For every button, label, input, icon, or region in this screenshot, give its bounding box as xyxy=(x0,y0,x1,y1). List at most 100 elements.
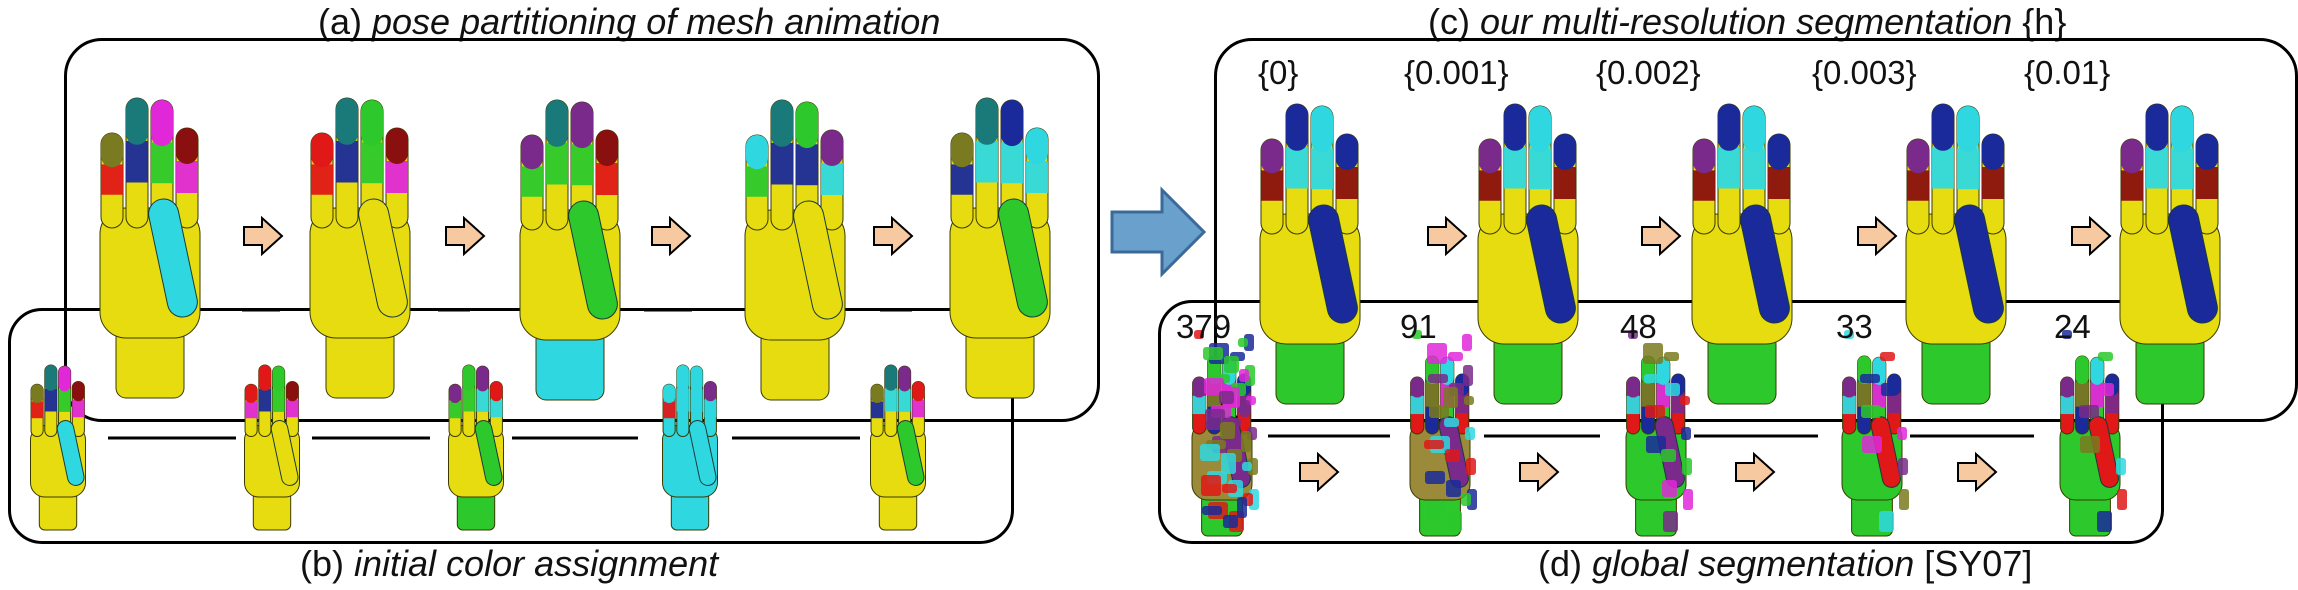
hand-model xyxy=(1259,103,1361,405)
arrow-icon xyxy=(2071,217,2111,255)
segment-patch xyxy=(1860,374,1880,383)
segment-patch xyxy=(1899,489,1909,510)
segment-patch xyxy=(1202,506,1222,515)
segment-patch xyxy=(1447,511,1462,532)
segment-patch xyxy=(1880,352,1895,361)
segment-patch xyxy=(1426,502,1446,519)
segment-patch xyxy=(1244,334,1254,351)
segment-patch xyxy=(1448,352,1463,361)
segment-patch xyxy=(1427,343,1447,364)
segment-patch xyxy=(2117,489,2127,510)
segment-patch xyxy=(1643,343,1663,364)
segment-patch xyxy=(1861,405,1881,418)
segment-patch xyxy=(1428,374,1448,383)
segment-patch xyxy=(1222,484,1237,493)
segment-patch xyxy=(1237,497,1247,518)
segment-patch xyxy=(1425,471,1445,484)
arrow-icon xyxy=(1957,453,1997,491)
hand-model xyxy=(2119,103,2221,405)
panel-b-frame xyxy=(8,308,1014,544)
hand-model xyxy=(1905,103,2007,405)
panel-d-hands xyxy=(1191,330,2127,537)
segment-patch xyxy=(1862,436,1882,453)
segment-patch xyxy=(2097,511,2112,532)
hand-model xyxy=(519,99,621,401)
arrow-icon xyxy=(1299,453,1339,491)
hand-model xyxy=(1691,103,1793,405)
segment-patch xyxy=(1682,458,1692,475)
resolution-labels: {0} {0.001} {0.002} {0.003} {0.01} xyxy=(1258,54,2110,91)
arrow-icon xyxy=(243,217,283,255)
panel-c-hands xyxy=(1259,103,2221,405)
segment-patch xyxy=(1445,449,1460,462)
segment-count: 33 xyxy=(1836,308,1873,345)
segment-patch xyxy=(1443,387,1458,408)
segment-patch xyxy=(1200,444,1220,461)
hand-model xyxy=(1477,103,1579,405)
segment-patch xyxy=(2098,352,2113,361)
arrow-icon xyxy=(873,217,913,255)
segment-patch xyxy=(2099,383,2114,396)
segment-patch xyxy=(1461,493,1471,506)
hand-model xyxy=(244,364,300,531)
hand-model xyxy=(99,97,201,399)
arrow-icon xyxy=(1427,217,1467,255)
segment-count: 24 xyxy=(2054,308,2091,345)
segment-patch xyxy=(1201,475,1221,496)
caption-b: (b) initial color assignment xyxy=(300,543,719,584)
resolution-label: {0.001} xyxy=(1404,54,1509,91)
arrow-icon xyxy=(1857,217,1897,255)
segment-patch xyxy=(1664,352,1679,361)
panel-d-frame xyxy=(1158,300,2164,544)
segment-patch xyxy=(2080,436,2100,453)
big-arrow-icon xyxy=(1110,186,1207,278)
hand-model xyxy=(30,364,86,531)
hand-model xyxy=(662,364,718,531)
arrow-icon xyxy=(1735,453,1775,491)
segment-patch xyxy=(1466,458,1476,475)
segment-patch xyxy=(1239,369,1249,382)
segment-counts: 379 91 48 33 24 xyxy=(1176,308,2091,345)
segment-patch xyxy=(1681,427,1691,440)
segment-patch xyxy=(1238,338,1248,347)
segment-patch xyxy=(1444,418,1459,427)
arrow-icon xyxy=(1519,453,1559,491)
segment-patch xyxy=(1662,480,1677,497)
panel-a-hands xyxy=(99,97,1051,401)
segment-patch xyxy=(1661,449,1676,462)
segment-patch xyxy=(1194,330,1204,339)
segment-patch xyxy=(1462,334,1472,351)
panel-a-frame xyxy=(64,38,1100,422)
hand-model xyxy=(448,364,504,531)
segment-patch xyxy=(1897,427,1907,440)
segment-patch xyxy=(1665,383,1680,396)
arrow-icon xyxy=(651,217,691,255)
segment-patch xyxy=(1221,453,1236,474)
segment-patch xyxy=(1844,330,1854,339)
segment-patch xyxy=(1644,374,1664,383)
hand-model xyxy=(870,364,926,531)
hand-model xyxy=(2059,355,2121,537)
segment-patch xyxy=(1898,458,1908,475)
resolution-label: {0.002} xyxy=(1596,54,1701,91)
panel-c-frame xyxy=(1214,38,2298,422)
segment-patch xyxy=(2062,330,2072,339)
segment-patch xyxy=(1204,378,1224,395)
segment-patch xyxy=(1645,405,1665,418)
segment-patch xyxy=(1446,480,1461,497)
segment-count: 91 xyxy=(1400,308,1437,345)
caption-c: (c) our multi-resolution segmentation {h… xyxy=(1428,1,2067,42)
segment-patch xyxy=(1683,489,1693,510)
segment-patch xyxy=(1429,405,1449,418)
segment-patch xyxy=(1242,462,1252,471)
segment-patch xyxy=(1412,330,1422,339)
segment-patch xyxy=(1219,391,1234,404)
caption-a: (a) pose partitioning of mesh animation xyxy=(318,1,941,42)
segment-patch xyxy=(2116,458,2126,475)
segment-patch xyxy=(1220,422,1235,439)
panel-b-hands xyxy=(30,364,926,531)
hand-model xyxy=(744,99,846,401)
arrow-icon xyxy=(1641,217,1681,255)
segment-patch xyxy=(1223,515,1238,528)
